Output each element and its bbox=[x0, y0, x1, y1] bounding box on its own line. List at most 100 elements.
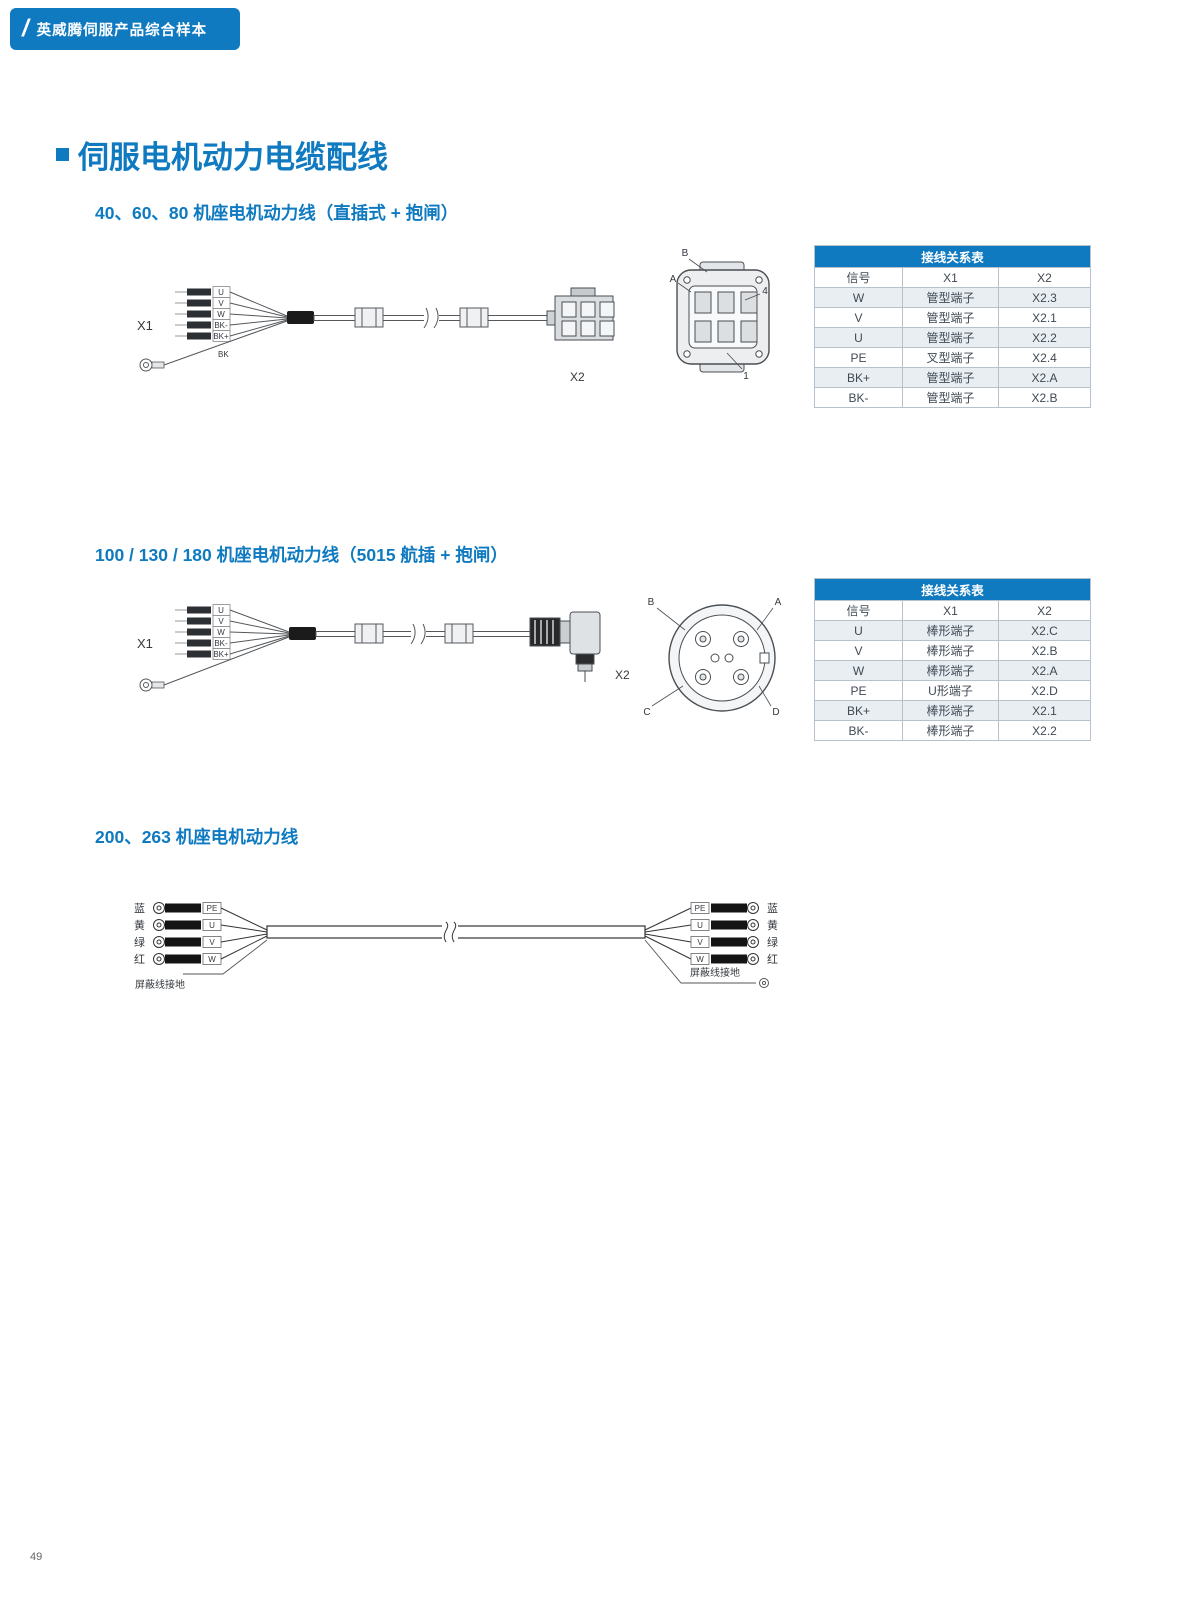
cell: X2.B bbox=[997, 387, 1092, 408]
col-x1: X1 bbox=[902, 267, 999, 288]
cell: 棒形端子 bbox=[902, 640, 999, 661]
cell: BK- bbox=[814, 720, 903, 741]
table-header-row: 信号 X1 X2 bbox=[814, 267, 1092, 288]
table-row: BK+ 管型端子 X2.A bbox=[814, 367, 1092, 388]
x1-wire-bundle bbox=[175, 604, 290, 660]
motor-connector-face bbox=[676, 258, 770, 373]
cell: 管型端子 bbox=[902, 387, 999, 408]
cell: 棒形端子 bbox=[902, 660, 999, 681]
cell: X2.D bbox=[997, 680, 1092, 701]
table-row: U 棒形端子 X2.C bbox=[814, 620, 1092, 641]
cell: 叉型端子 bbox=[902, 347, 999, 368]
cell: 棒形端子 bbox=[902, 720, 999, 741]
ferrite-bead bbox=[354, 623, 384, 644]
right-color-red: 红 bbox=[767, 953, 778, 966]
cell: U bbox=[814, 620, 903, 641]
square-bullet-icon bbox=[56, 148, 69, 161]
cell: BK- bbox=[814, 387, 903, 408]
x2-connector bbox=[546, 287, 615, 341]
pin-label-1: 1 bbox=[743, 371, 749, 382]
table-row: U 管型端子 X2.2 bbox=[814, 327, 1092, 348]
cable-break-mark bbox=[442, 921, 458, 943]
table-row: BK- 管型端子 X2.B bbox=[814, 387, 1092, 408]
right-terminal-w: W bbox=[696, 955, 704, 964]
pin-label-d: D bbox=[772, 707, 779, 718]
table-row: BK+ 棒形端子 X2.1 bbox=[814, 700, 1092, 721]
col-x2: X2 bbox=[997, 600, 1092, 621]
left-color-green: 绿 bbox=[134, 935, 145, 949]
shield-label-left: 屏蔽线接地 bbox=[135, 978, 185, 991]
wire-label-w: W bbox=[217, 628, 225, 637]
wire-label-bkp: BK+ bbox=[213, 332, 229, 341]
cell: V bbox=[814, 307, 903, 328]
cable-break-mark bbox=[423, 307, 439, 329]
pe-ring-terminal bbox=[139, 320, 288, 372]
cell: X2.1 bbox=[997, 307, 1092, 328]
cell: 管型端子 bbox=[902, 367, 999, 388]
section1-cable-diagram: X1 U V W BK- BK+ bbox=[137, 248, 770, 384]
cell: PE bbox=[814, 680, 903, 701]
right-terminal-u: U bbox=[697, 921, 703, 930]
x1-wire-bundle bbox=[175, 286, 288, 342]
bk-wire-label: BK bbox=[218, 350, 229, 359]
cable-break-mark bbox=[410, 623, 426, 645]
right-terminal-v: V bbox=[697, 938, 703, 947]
col-x2: X2 bbox=[997, 267, 1092, 288]
cell: X2.3 bbox=[997, 287, 1092, 308]
cell: W bbox=[814, 287, 903, 308]
page-title: 伺服电机动力电缆配线 bbox=[56, 132, 388, 177]
pin-label-c: C bbox=[643, 707, 650, 718]
left-color-red: 红 bbox=[134, 953, 145, 966]
wire-label-u: U bbox=[218, 606, 224, 615]
x2-label: X2 bbox=[615, 668, 630, 682]
wire-label-w: W bbox=[217, 310, 225, 319]
left-terminal-v: V bbox=[209, 938, 215, 947]
shield-label-right: 屏蔽线接地 bbox=[690, 966, 740, 979]
x1-label: X1 bbox=[137, 636, 153, 651]
page-number: 49 bbox=[30, 1551, 43, 1563]
right-lug-terminals bbox=[644, 902, 759, 965]
cell: U形端子 bbox=[902, 680, 999, 701]
table-row: BK- 棒形端子 X2.2 bbox=[814, 720, 1092, 741]
cell: V bbox=[814, 640, 903, 661]
pin-label-4: 4 bbox=[762, 286, 768, 297]
cable-tape-wrap bbox=[287, 311, 314, 324]
cell: W bbox=[814, 660, 903, 681]
cell: 管型端子 bbox=[902, 287, 999, 308]
wire-label-v: V bbox=[218, 299, 224, 308]
cell: X2.1 bbox=[997, 700, 1092, 721]
pin-label-b: B bbox=[682, 248, 689, 259]
table-title: 接线关系表 bbox=[813, 578, 1092, 601]
cell: X2.4 bbox=[997, 347, 1092, 368]
left-lug-terminals bbox=[153, 902, 268, 965]
section3-heading: 200、263 机座电机动力线 bbox=[95, 827, 299, 847]
cell: 管型端子 bbox=[902, 307, 999, 328]
x1-label: X1 bbox=[137, 318, 153, 333]
table-header-row: 信号 X1 X2 bbox=[814, 600, 1092, 621]
left-color-blue: 蓝 bbox=[134, 902, 145, 915]
table-row: PE U形端子 X2.D bbox=[814, 680, 1092, 701]
cable-tape-wrap bbox=[289, 627, 316, 640]
section1-wiring-table: 接线关系表 信号 X1 X2 W 管型端子 X2.3 V 管型端子 X2.1 U… bbox=[813, 245, 1092, 408]
table-row: W 管型端子 X2.3 bbox=[814, 287, 1092, 308]
left-terminal-w: W bbox=[208, 955, 216, 964]
ferrite-bead bbox=[354, 307, 384, 328]
wire-label-bkm: BK- bbox=[214, 321, 228, 330]
wire-label-u: U bbox=[218, 288, 224, 297]
right-color-blue: 蓝 bbox=[767, 902, 778, 915]
cell: X2.C bbox=[997, 620, 1092, 641]
cell: PE bbox=[814, 347, 903, 368]
cell: X2.B bbox=[997, 640, 1092, 661]
left-terminal-u: U bbox=[209, 921, 215, 930]
ferrite-bead bbox=[459, 307, 489, 328]
right-color-green: 绿 bbox=[767, 935, 778, 949]
brand-tab: / 英威腾伺服产品综合样本 bbox=[10, 8, 240, 50]
cell: X2.2 bbox=[997, 327, 1092, 348]
cell: X2.2 bbox=[997, 720, 1092, 741]
slash-icon: / bbox=[22, 15, 29, 42]
section3-cable-diagram: 蓝 黄 绿 红 PE U V W PE U V bbox=[134, 902, 778, 991]
x2-aviation-plug bbox=[529, 611, 601, 682]
x2-label: X2 bbox=[570, 370, 585, 384]
shield-wire-left bbox=[183, 939, 268, 975]
